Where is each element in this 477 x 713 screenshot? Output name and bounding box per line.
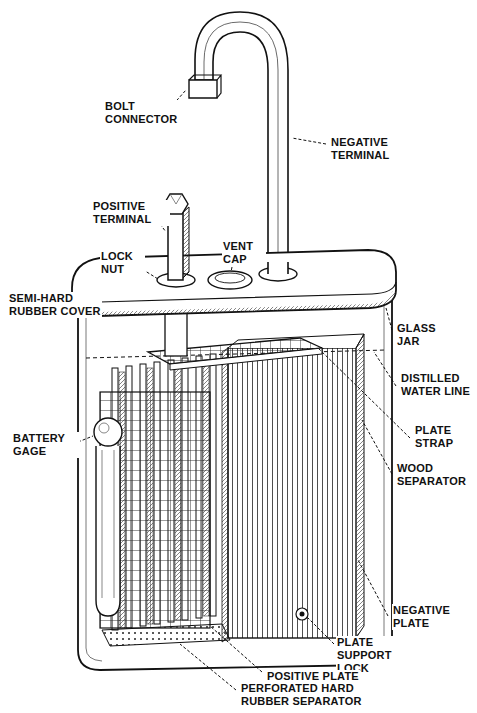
negative-plate — [228, 348, 356, 638]
label-slot: PLATE STRAP — [414, 424, 472, 451]
part-label: PLATE STRAP — [414, 424, 472, 450]
label-slot: POSITIVE TERMINAL — [92, 200, 170, 227]
bolt-connector — [189, 80, 217, 98]
negative-terminal — [195, 12, 288, 272]
part-label: BATTERY GAGE — [12, 432, 80, 458]
label-slot: SEMI-HARD RUBBER COVER — [8, 292, 102, 319]
cover-texture — [72, 290, 396, 316]
part-label: NEGATIVE PLATE — [392, 604, 468, 630]
battery-gage — [96, 446, 120, 616]
support-lock-center — [300, 612, 305, 617]
label-slot: GLASS JAR — [396, 322, 448, 349]
part-label: SEMI-HARD RUBBER COVER — [8, 292, 102, 318]
label-slot: LOCK NUT — [100, 250, 145, 277]
positive-terminal — [168, 212, 183, 280]
part-label: NEGATIVE TERMINAL — [330, 136, 410, 162]
plate-edge — [210, 354, 216, 616]
leader-line — [210, 626, 262, 672]
leader-line — [292, 138, 326, 144]
part-label: DISTILLED WATER LINE — [400, 372, 472, 398]
bolt-connector-face — [189, 75, 221, 98]
label-slot: BATTERY GAGE — [12, 432, 80, 459]
part-label: WOOD SEPARATOR — [396, 462, 472, 488]
leader-line — [358, 560, 388, 616]
label-slot: BOLT CONNECTOR — [104, 100, 184, 127]
part-label: GLASS JAR — [396, 322, 448, 348]
support-lock — [296, 608, 308, 620]
label-slot: NEGATIVE PLATE — [392, 604, 468, 631]
label-slot: NEGATIVE TERMINAL — [330, 136, 410, 163]
leader-line — [78, 436, 93, 442]
leader-line — [362, 420, 392, 474]
strap-base-edge — [268, 262, 288, 274]
part-label: LOCK NUT — [100, 250, 145, 276]
vent-cap — [208, 271, 252, 289]
hex-bolt-face — [170, 194, 182, 204]
strap-line — [204, 22, 278, 272]
leader-lines — [70, 90, 410, 690]
plate-side — [356, 334, 364, 638]
gage-ball — [94, 418, 122, 446]
part-label: POSITIVE TERMINAL — [92, 200, 170, 226]
part-label: VENT CAP — [222, 240, 266, 266]
part-label: BOLT CONNECTOR — [104, 100, 184, 126]
leader-line — [308, 618, 334, 644]
label-slot: PERFORATED HARD RUBBER SEPARATOR — [240, 682, 368, 709]
label-slot: DISTILLED WATER LINE — [400, 372, 472, 399]
leader-line — [231, 267, 232, 272]
terminal-side — [183, 207, 189, 278]
gage-highlight — [99, 423, 109, 433]
gage-tube — [102, 450, 114, 598]
leader-line — [374, 352, 396, 386]
wood-separator — [222, 348, 228, 642]
strap-base — [268, 262, 288, 274]
plate-strap-edge — [170, 348, 322, 370]
leader-line — [180, 644, 236, 690]
vent-cap-top — [215, 273, 245, 283]
label-slot: WOOD SEPARATOR — [396, 462, 472, 489]
jar-highlight — [384, 306, 385, 642]
leader-line — [386, 308, 392, 330]
part-label: PERFORATED HARD RUBBER SEPARATOR — [240, 682, 368, 708]
glass-jar — [78, 296, 392, 670]
label-slot: VENT CAP — [222, 240, 266, 267]
